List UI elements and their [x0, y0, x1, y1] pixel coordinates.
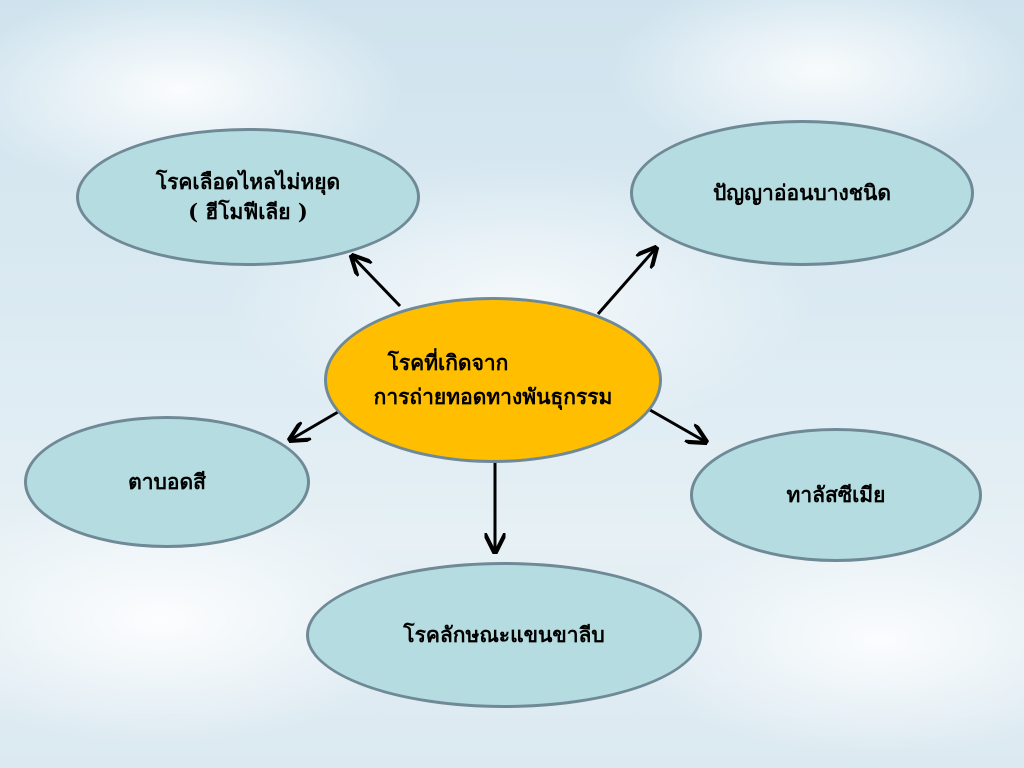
node-phocomelia: โรคลักษณะแขนขาลีบ — [306, 562, 702, 708]
node-intellectual: ปัญญาอ่อนบางชนิด — [630, 120, 974, 266]
node-colorblind: ตาบอดสี — [24, 416, 310, 548]
node-intellectual-label: ปัญญาอ่อนบางชนิด — [712, 179, 892, 205]
node-colorblind-label: ตาบอดสี — [128, 468, 206, 494]
node-hemophilia: โรคเลือดไหลไม่หยุด ( ฮีโมฟีเลีย ) — [76, 128, 420, 266]
arrow-to-intellectual — [596, 248, 656, 315]
arrow-to-thalassemia — [649, 408, 706, 442]
node-thalassemia-label: ทาลัสซีเมีย — [786, 481, 886, 507]
node-phocomelia-label: โรคลักษณะแขนขาลีบ — [403, 621, 605, 647]
node-thalassemia: ทาลัสซีเมีย — [690, 428, 982, 562]
node-hemophilia-line-1: โรคเลือดไหลไม่หยุด — [155, 168, 341, 194]
node-hemophilia-line-2: ( ฮีโมฟีเลีย ) — [188, 199, 308, 224]
arrow-to-colorblind — [290, 410, 339, 440]
center-node: โรคที่เกิดจาก การถ่ายทอดทางพันธุกรรม — [324, 297, 662, 463]
center-line-2: การถ่ายทอดทางพันธุกรรม — [373, 384, 613, 409]
arrow-to-hemophilia — [352, 256, 402, 308]
center-line-1: โรคที่เกิดจาก — [387, 350, 509, 376]
